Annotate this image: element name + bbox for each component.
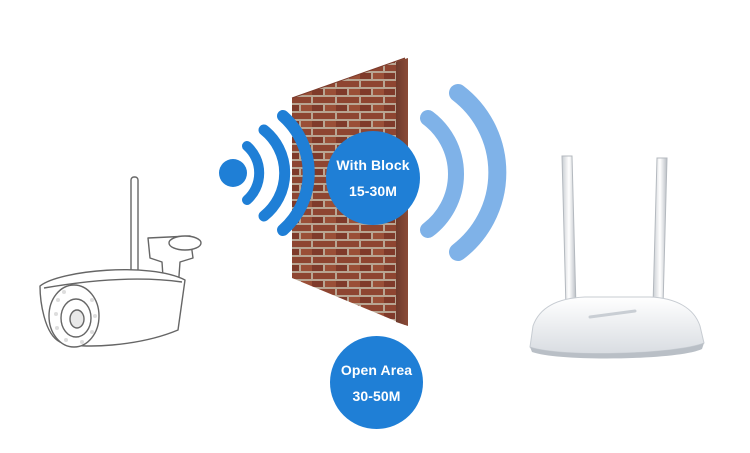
wifi-signal-icon (219, 110, 315, 236)
signal-arc-3 (277, 110, 315, 236)
wifi-router-icon (529, 155, 705, 359)
faded-signal-arc-1 (420, 110, 464, 238)
with-block-range-badge: With Block 15-30M (326, 131, 420, 225)
router-antenna-right (652, 157, 668, 307)
with-block-label: With Block (336, 157, 410, 173)
open-area-range: 30-50M (352, 387, 401, 404)
faded-wifi-signal-icon (420, 84, 507, 261)
router-body (529, 296, 705, 355)
signal-arc-1 (242, 141, 265, 205)
faded-signal-arc-2 (449, 84, 507, 261)
router-antenna-left (561, 155, 577, 309)
open-area-label: Open Area (340, 361, 413, 378)
bullet-camera-icon (39, 176, 202, 348)
with-block-range: 15-30M (348, 183, 398, 199)
open-area-range-badge: Open Area 30-50M (330, 336, 423, 429)
signal-arc-2 (258, 124, 291, 222)
signal-source-dot (219, 159, 247, 187)
camera-antenna (130, 176, 139, 274)
